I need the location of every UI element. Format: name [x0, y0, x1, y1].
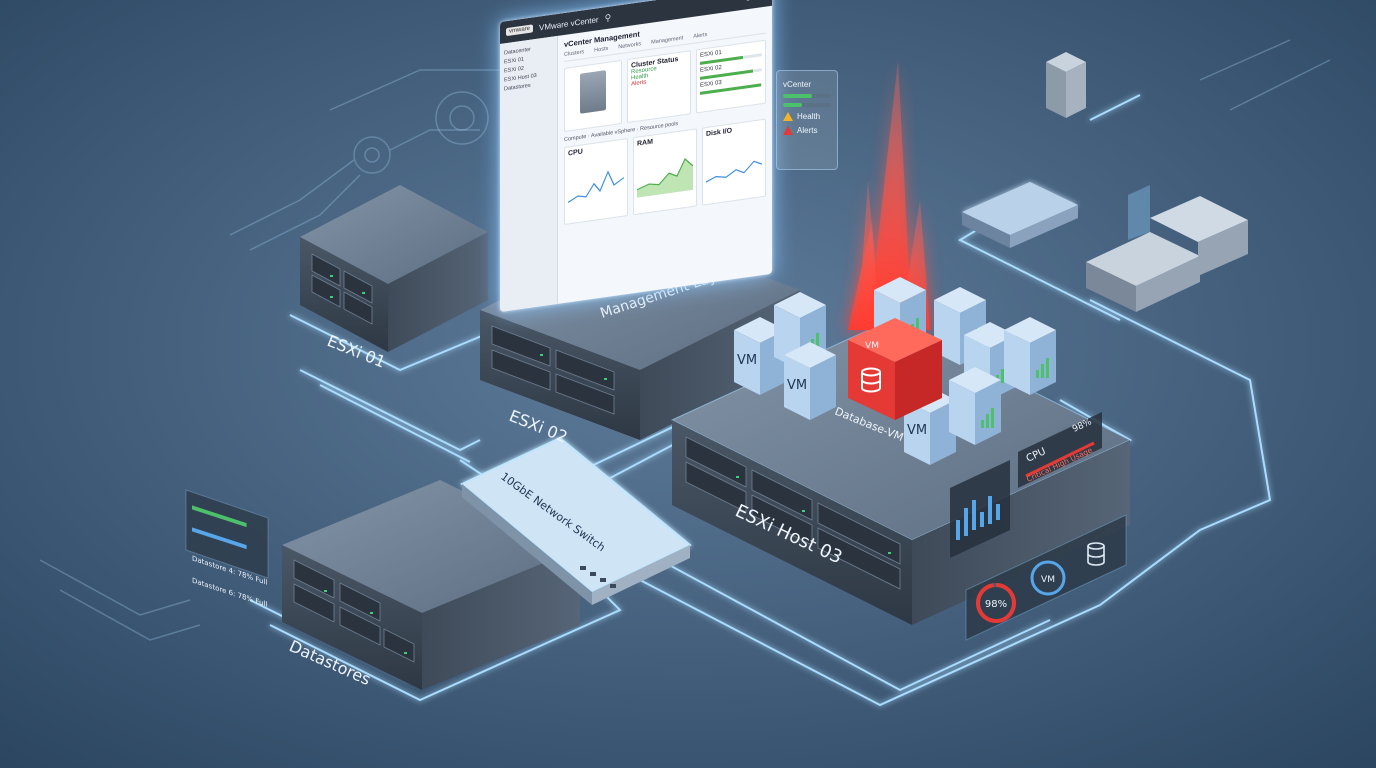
status-gauge-panel: 98% VM: [965, 514, 1127, 641]
ram-chart-card: RAM: [633, 128, 697, 216]
server-esxi-01[interactable]: [300, 185, 488, 352]
gauge-vm-label: VM: [1041, 575, 1055, 585]
circuit-decoration: [39, 39, 1331, 641]
vm-activity-bar: [1046, 358, 1049, 378]
vm-activity-bar: [981, 420, 984, 428]
gauge-value: 98%: [985, 599, 1007, 610]
vm-activity-bar: [816, 333, 819, 353]
cluster-info-0: Compute: [564, 133, 587, 144]
vm-activity-bar: [986, 414, 989, 428]
server-card: [564, 59, 622, 133]
vm-label: VM: [907, 423, 927, 438]
gear-icon[interactable]: ⚙: [758, 0, 766, 2]
vm-cube[interactable]: [1004, 317, 1056, 395]
vm-activity-bar: [916, 318, 919, 338]
cpu-sparkline: [567, 170, 625, 203]
ram-sparkline: [636, 158, 694, 198]
host-usage-card: ESXi 01 ESXi 02 ESXi 03: [696, 39, 766, 114]
vm-label: VM: [787, 378, 807, 393]
datastore-2-bar: [192, 527, 247, 550]
tab-4[interactable]: Alerts: [693, 31, 708, 40]
vm-activity-bar: [1041, 364, 1044, 378]
network-switch[interactable]: [460, 436, 692, 605]
vcenter-window[interactable]: vmware VMware vCenter ⚲ ↻ ⚙ Datacenter E…: [500, 0, 772, 313]
vm-label: VM: [737, 353, 757, 368]
cpu-chart-card: CPU: [564, 138, 628, 226]
vcenter-main: vCenter Management Clusters Hosts Networ…: [558, 6, 772, 304]
storage-node-top: [1046, 52, 1086, 118]
search-icon[interactable]: ⚲: [604, 11, 612, 23]
cluster-status-card: Cluster Status Resource Health Alerts: [627, 50, 691, 124]
refresh-icon[interactable]: ↻: [744, 0, 752, 4]
network-appliance: [962, 182, 1078, 248]
server-icon: [580, 70, 606, 114]
vmware-logo: vmware: [506, 24, 534, 37]
database-icon: [861, 367, 881, 393]
vm-cube[interactable]: VM: [784, 342, 836, 420]
datastore-1-bar: [192, 505, 247, 528]
vcenter-app-title: VMware vCenter: [539, 14, 599, 33]
tab-1[interactable]: Hosts: [594, 45, 609, 54]
cpu-usage-meter: [950, 460, 1010, 558]
database-vm[interactable]: VM: [848, 318, 942, 420]
tab-2[interactable]: Networks: [618, 41, 642, 51]
vm-activity-bar: [1036, 370, 1039, 378]
network-links: [249, 94, 1272, 707]
disk-io-chart-card: Disk I/O: [702, 118, 766, 206]
vm-activity-bar: [1001, 369, 1004, 383]
database-icon: [1087, 542, 1105, 566]
cluster-info-2: Resource pools: [640, 120, 679, 133]
disk-io-sparkline: [705, 160, 763, 183]
tab-0[interactable]: Clusters: [564, 49, 585, 59]
database-vm-badge: VM: [865, 341, 879, 351]
edge-server: [1086, 185, 1248, 312]
tab-3[interactable]: Management: [651, 35, 684, 46]
vm-activity-bar: [991, 408, 994, 428]
vcenter-sidebar: Datacenter ESXi 01 ESXi 02 ESXi Host 03 …: [500, 35, 558, 312]
vm-cube[interactable]: [949, 367, 1001, 445]
